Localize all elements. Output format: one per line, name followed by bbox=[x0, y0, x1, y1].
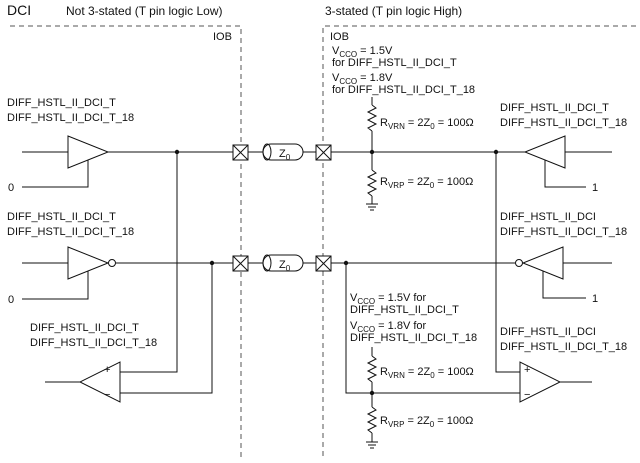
bottom-supply-vcco-15: VCCO = 1.5V for bbox=[350, 292, 427, 306]
right-receiver-standard-dci: DIFF_HSTL_II_DCI bbox=[500, 326, 596, 338]
right-iob-label: IOB bbox=[330, 31, 349, 43]
left-comparator-plus: + bbox=[104, 364, 110, 376]
right-bottom-tristate-value: 1 bbox=[592, 293, 598, 305]
left-top-standard-t: DIFF_HSTL_II_DCI_T bbox=[7, 97, 116, 109]
left-iob-label: IOB bbox=[213, 31, 232, 43]
right-comparator-minus: − bbox=[524, 389, 530, 401]
top-vrn-resistor bbox=[366, 104, 378, 132]
top-supply-vcco-15: VCCO = 1.5V bbox=[332, 45, 393, 59]
left-driver-top: DIFF_HSTL_II_DCI_T DIFF_HSTL_II_DCI_T_18… bbox=[7, 97, 233, 194]
left-bottom-tristate-value: 0 bbox=[8, 294, 14, 306]
bottom-supply-vcco-18: VCCO = 1.8V for bbox=[350, 320, 427, 334]
diagram-title: DCI bbox=[7, 2, 31, 18]
right-bottom-standard-t18: DIFF_HSTL_II_DCI_T_18 bbox=[500, 226, 627, 238]
right-section-label: 3-stated (T pin logic High) bbox=[325, 4, 462, 18]
left-top-tristate-value: 0 bbox=[8, 182, 14, 194]
left-bottom-standard-t18: DIFF_HSTL_II_DCI_T_18 bbox=[7, 226, 134, 238]
right-driver-top: DIFF_HSTL_II_DCI_T DIFF_HSTL_II_DCI_T_18… bbox=[496, 102, 627, 194]
right-bottom-standard-dci: DIFF_HSTL_II_DCI bbox=[500, 211, 596, 223]
bottom-vrn-resistor bbox=[366, 355, 378, 383]
left-bottom-standard-t: DIFF_HSTL_II_DCI_T bbox=[7, 211, 116, 223]
right-bottom-inversion-bubble bbox=[515, 259, 523, 267]
top-supply-for-t: for DIFF_HSTL_II_DCI_T bbox=[332, 57, 457, 69]
right-top-standard-t18: DIFF_HSTL_II_DCI_T_18 bbox=[500, 117, 627, 129]
top-zline-label: Z0 bbox=[279, 148, 291, 162]
top-supply-for-t18: for DIFF_HSTL_II_DCI_T_18 bbox=[332, 84, 475, 96]
bottom-supply-for-t18: DIFF_HSTL_II_DCI_T_18 bbox=[350, 332, 477, 344]
bottom-vrn-label: RVRN = 2Z0 = 100Ω bbox=[380, 366, 474, 380]
left-driver-bottom: DIFF_HSTL_II_DCI_T DIFF_HSTL_II_DCI_T_18… bbox=[7, 211, 233, 306]
right-receiver-standard-t18: DIFF_HSTL_II_DCI_T_18 bbox=[500, 341, 627, 353]
left-receiver-standard-t18: DIFF_HSTL_II_DCI_T_18 bbox=[30, 337, 157, 349]
right-top-termination: VCCO = 1.5V for DIFF_HSTL_II_DCI_T VCCO … bbox=[331, 45, 499, 211]
left-top-standard-t18: DIFF_HSTL_II_DCI_T_18 bbox=[7, 112, 134, 124]
right-top-standard-t: DIFF_HSTL_II_DCI_T bbox=[500, 102, 609, 114]
right-input-comparator bbox=[519, 361, 562, 403]
left-bottom-inversion-bubble bbox=[108, 259, 116, 267]
left-comparator-minus: − bbox=[104, 389, 110, 401]
top-vrn-label: RVRN = 2Z0 = 100Ω bbox=[380, 117, 474, 131]
pad-and-line-bottom: Z0 bbox=[232, 254, 332, 273]
right-bottom-termination: VCCO = 1.5V for DIFF_HSTL_II_DCI_T VCCO … bbox=[345, 263, 520, 449]
bottom-termination-node bbox=[369, 390, 375, 396]
right-top-tristate-value: 1 bbox=[592, 182, 598, 194]
top-vrp-resistor bbox=[366, 169, 378, 197]
right-comparator-plus: + bbox=[524, 364, 530, 376]
top-vrp-label: RVRP = 2Z0 = 100Ω bbox=[380, 176, 473, 190]
bottom-vrp-resistor bbox=[366, 406, 378, 434]
left-receiver-standard-t: DIFF_HSTL_II_DCI_T bbox=[30, 322, 139, 334]
right-driver-bottom: DIFF_HSTL_II_DCI DIFF_HSTL_II_DCI_T_18 1 bbox=[331, 211, 627, 305]
right-receiver: DIFF_HSTL_II_DCI DIFF_HSTL_II_DCI_T_18 +… bbox=[495, 152, 627, 403]
bottom-zline-label: Z0 bbox=[279, 259, 291, 273]
left-input-comparator bbox=[78, 361, 121, 403]
bottom-vrp-label: RVRP = 2Z0 = 100Ω bbox=[380, 415, 473, 429]
left-iob-boundary bbox=[10, 25, 242, 460]
iob-boundaries: IOB IOB bbox=[10, 25, 636, 460]
left-receiver: DIFF_HSTL_II_DCI_T DIFF_HSTL_II_DCI_T_18… bbox=[30, 152, 213, 403]
top-supply-vcco-18: VCCO = 1.8V bbox=[332, 72, 393, 86]
pad-and-line-top: Z0 bbox=[232, 143, 332, 162]
bottom-supply-for-t: DIFF_HSTL_II_DCI_T bbox=[350, 304, 459, 316]
left-section-label: Not 3-stated (T pin logic Low) bbox=[66, 4, 223, 18]
